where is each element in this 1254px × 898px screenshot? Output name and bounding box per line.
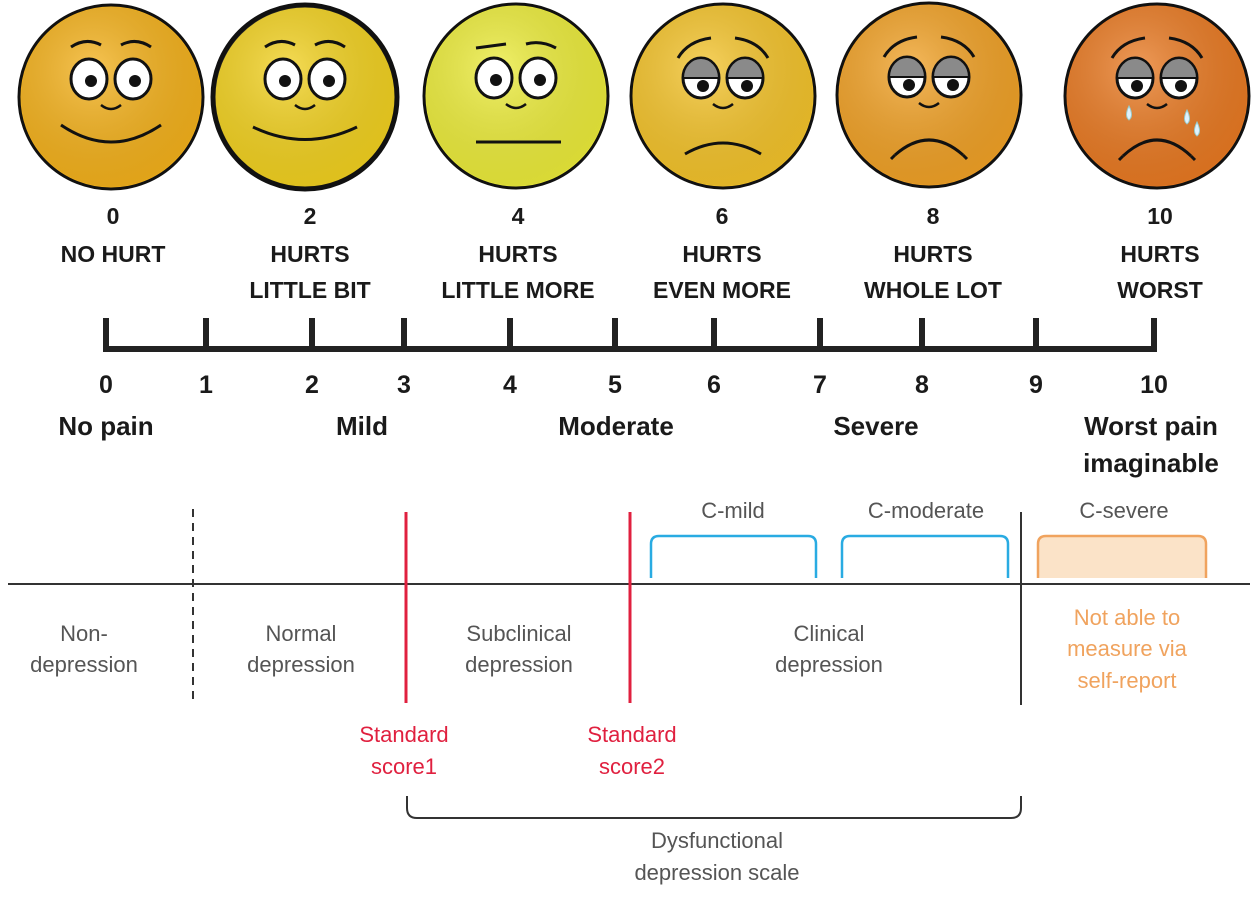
standard-score2-label-2: score2 <box>599 754 665 779</box>
scale-tick-label-10: 10 <box>1140 371 1168 399</box>
depression-diagram: C-mild C-moderate C-severe Non- depressi… <box>8 498 1250 885</box>
dfs-bracket <box>406 796 1022 819</box>
scale-tick-label-8: 8 <box>915 371 929 399</box>
scale-ticks <box>103 318 1157 352</box>
scale-tick-label-3: 3 <box>397 371 411 399</box>
face-label-6b: EVEN MORE <box>653 277 791 303</box>
face-label-10b: WORST <box>1117 277 1203 303</box>
scale-tick-label-2: 2 <box>305 371 319 399</box>
face-happy-icon <box>17 3 205 191</box>
face-label-2a: HURTS <box>270 241 349 267</box>
c-mild-bracket <box>649 534 818 578</box>
scale-tick-label-4: 4 <box>503 371 517 399</box>
zone-non-depression-1: Non- <box>60 621 108 646</box>
category-imaginable: imaginable <box>1083 448 1219 478</box>
zone-normal-1: Normal <box>266 621 337 646</box>
zone-clinical-2: depression <box>775 652 883 677</box>
scale-tick-label-9: 9 <box>1029 371 1043 399</box>
scale-tick-label-6: 6 <box>707 371 721 399</box>
face-label-10a: HURTS <box>1120 241 1199 267</box>
face-smile-icon <box>210 2 400 192</box>
category-mild: Mild <box>336 411 388 441</box>
scale-tick-label-7: 7 <box>813 371 827 399</box>
zone-subclinical-2: depression <box>465 652 573 677</box>
faces-row <box>17 1 1251 192</box>
face-crying-icon <box>1063 2 1251 190</box>
dfs-label-1: Dysfunctional <box>651 828 783 853</box>
zone-not-able-3: self-report <box>1077 668 1176 693</box>
pain-scale-axis: 0 1 2 3 4 5 6 7 8 9 10 <box>99 318 1168 399</box>
face-value-8: 8 <box>927 203 940 229</box>
face-value-0: 0 <box>107 203 120 229</box>
face-label-0: NO HURT <box>61 241 166 267</box>
pain-categories: No pain Mild Moderate Severe Worst pain … <box>58 411 1219 478</box>
standard-score2-label-1: Standard <box>587 722 676 747</box>
scale-tick-label-0: 0 <box>99 371 113 399</box>
category-no-pain: No pain <box>58 411 153 441</box>
category-worst-pain: Worst pain <box>1084 411 1218 441</box>
scale-tick-label-1: 1 <box>199 371 213 399</box>
c-severe-bracket <box>1036 534 1208 578</box>
face-label-4b: LITTLE MORE <box>441 277 594 303</box>
face-label-8b: WHOLE LOT <box>864 277 1002 303</box>
face-sad-icon <box>629 2 817 190</box>
face-value-6: 6 <box>716 203 729 229</box>
c-severe-fill <box>1038 536 1206 578</box>
standard-score1-label-1: Standard <box>359 722 448 747</box>
face-value-2: 2 <box>304 203 317 229</box>
category-severe: Severe <box>833 411 918 441</box>
zone-not-able-2: measure via <box>1067 636 1188 661</box>
dfs-label-2: depression scale <box>634 860 799 885</box>
c-severe-label: C-severe <box>1079 498 1168 523</box>
face-neutral-icon <box>422 2 610 190</box>
face-labels: 0 NO HURT 2 HURTS LITTLE BIT 4 HURTS LIT… <box>61 203 1203 303</box>
zone-normal-2: depression <box>247 652 355 677</box>
face-value-10: 10 <box>1147 203 1173 229</box>
c-mild-label: C-mild <box>701 498 765 523</box>
face-very-sad-icon <box>835 1 1023 189</box>
zone-not-able-1: Not able to <box>1074 605 1180 630</box>
scale-tick-labels: 0 1 2 3 4 5 6 7 8 9 10 <box>99 371 1168 399</box>
c-moderate-label: C-moderate <box>868 498 984 523</box>
zone-clinical-1: Clinical <box>794 621 865 646</box>
face-value-4: 4 <box>512 203 525 229</box>
scale-tick-label-5: 5 <box>608 371 622 399</box>
face-label-6a: HURTS <box>682 241 761 267</box>
zone-subclinical-1: Subclinical <box>466 621 571 646</box>
zone-non-depression-2: depression <box>30 652 138 677</box>
category-moderate: Moderate <box>558 411 674 441</box>
face-label-2b: LITTLE BIT <box>249 277 370 303</box>
c-moderate-bracket <box>840 534 1010 578</box>
standard-score1-label-2: score1 <box>371 754 437 779</box>
face-label-4a: HURTS <box>478 241 557 267</box>
face-label-8a: HURTS <box>893 241 972 267</box>
